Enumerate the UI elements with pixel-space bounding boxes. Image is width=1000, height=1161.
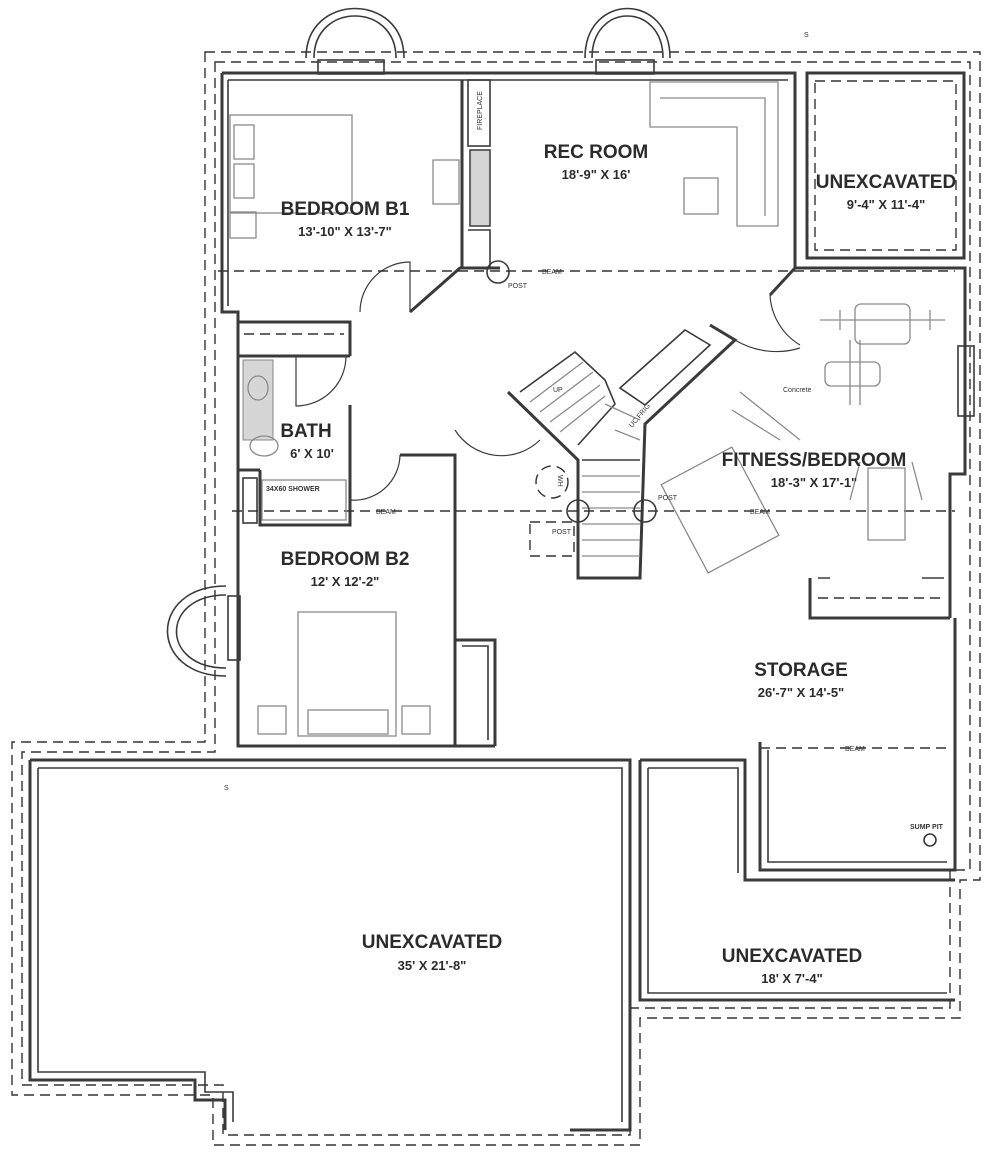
- unexcavated-right-dims: 18' X 7'-4": [761, 971, 823, 986]
- storage-name: STORAGE: [754, 660, 848, 681]
- post-label-stairs: POST: [658, 495, 678, 502]
- beams: [218, 260, 955, 749]
- furniture: [229, 81, 945, 847]
- section-mark-bottom: S: [224, 785, 229, 792]
- unexcavated-top-dims: 9'-4" X 11'-4": [847, 197, 926, 212]
- beam-label-top: BEAM: [542, 269, 562, 276]
- rec-room-dims: 18'-9" X 16': [562, 167, 631, 182]
- lower-unexcavated: [28, 618, 957, 1132]
- water-heater-label: WH: [556, 475, 563, 487]
- fitness-bedroom-name: FITNESS/BEDROOM: [722, 450, 907, 471]
- foundation-outline: [11, 51, 981, 1146]
- stairs: [519, 329, 712, 557]
- sump-pit-label: SUMP PIT: [910, 824, 944, 831]
- unexcavated-top-box: [805, 71, 966, 260]
- interior-walls: [222, 79, 965, 746]
- fireplace-label: FIREPLACE: [477, 91, 484, 130]
- bedroom-b2-dims: 12' X 12'-2": [311, 574, 380, 589]
- bath-dims: 6' X 10': [290, 446, 334, 461]
- room-labels: BEDROOM B1 13'-10" X 13'-7" REC ROOM 18'…: [280, 142, 956, 986]
- doors: [295, 261, 801, 501]
- post-label-top: POST: [508, 283, 528, 290]
- unexcavated-right-name: UNEXCAVATED: [722, 946, 862, 967]
- unexcavated-large-dims: 35' X 21'-8": [398, 958, 467, 973]
- bath-name: BATH: [280, 421, 331, 442]
- beam-label-fitness: BEAM: [750, 509, 770, 516]
- shower-label: 34X60 SHOWER: [266, 486, 320, 493]
- stairs-up-label: UP: [553, 387, 563, 394]
- beam-label-middle: BEAM: [376, 509, 396, 516]
- section-mark-top: S: [804, 32, 809, 39]
- window-wells: [166, 7, 975, 677]
- bedroom-b1-dims: 13'-10" X 13'-7": [298, 224, 392, 239]
- rec-room-name: REC ROOM: [544, 142, 649, 163]
- unexcavated-large-name: UNEXCAVATED: [362, 932, 502, 953]
- unexcavated-top-name: UNEXCAVATED: [816, 172, 956, 193]
- fitness-bedroom-dims: 18'-3" X 17'-1": [771, 475, 857, 490]
- bedroom-b1-name: BEDROOM B1: [281, 199, 410, 220]
- storage-dims: 26'-7" X 14'-5": [758, 685, 844, 700]
- post-label-box: POST: [552, 529, 572, 536]
- concrete-label: Concrete: [783, 387, 812, 394]
- beam-label-storage: BEAM: [845, 746, 865, 753]
- bedroom-b2-name: BEDROOM B2: [281, 549, 410, 570]
